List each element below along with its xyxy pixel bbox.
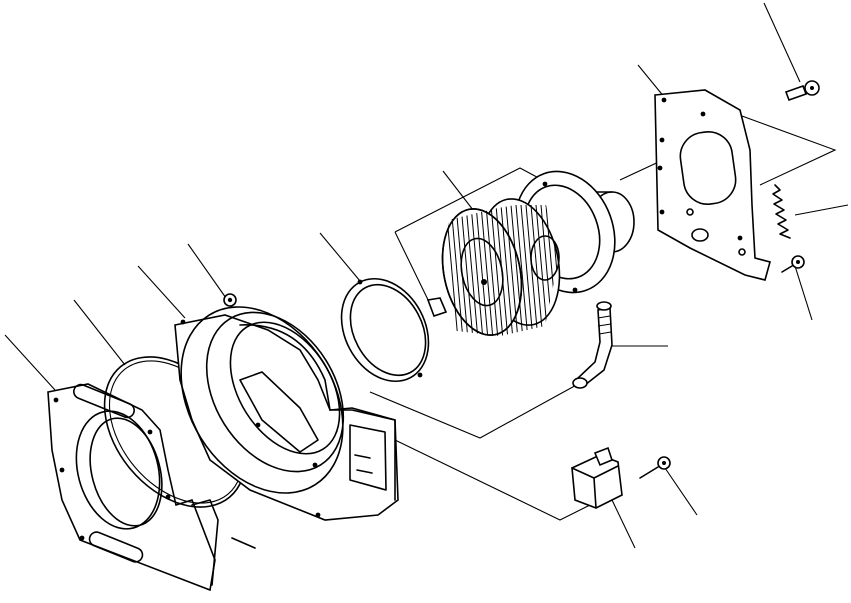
resistor-screw: [639, 456, 671, 479]
leader-resistor: [611, 499, 636, 549]
leader-back-plate: [637, 64, 666, 99]
resistor: [571, 446, 623, 509]
clip: [426, 297, 448, 318]
leader-ring-gasket: [73, 299, 126, 366]
spring: [772, 184, 791, 239]
fan-blade: [515, 204, 529, 336]
fan-blade: [460, 204, 474, 336]
leader-resistor-screw: [664, 467, 698, 516]
leader-lines: [4, 2, 849, 549]
leader-spring: [794, 204, 849, 216]
seal-ring: [340, 277, 430, 383]
leader-front-plate: [4, 334, 56, 391]
fan-blade: [480, 204, 494, 336]
blower-housing: [174, 306, 399, 521]
fan-blade: [465, 204, 479, 336]
fan-blade: [485, 204, 499, 336]
front-plate: [47, 383, 256, 592]
fan-blade: [520, 204, 534, 336]
fan-blade: [448, 204, 459, 336]
fan-blade: [535, 204, 549, 336]
back-plate: [654, 89, 771, 281]
back-plate-bolt: [784, 80, 820, 102]
leader-housing-screw: [187, 243, 227, 299]
leader-seal-ring: [319, 232, 361, 282]
leader-back-plate-screw: [794, 265, 813, 321]
fan-blade: [470, 204, 484, 336]
fan-blade: [525, 204, 539, 336]
blower-fan-motor: [441, 170, 635, 336]
leader-blower-housing: [137, 265, 186, 319]
hose-connector: [572, 301, 613, 389]
fan-blade: [510, 204, 524, 336]
fan-blade: [475, 204, 489, 336]
fan-blade: [530, 204, 544, 336]
leader-back-plate-bolt: [763, 2, 801, 83]
housing-screw: [223, 293, 237, 307]
fan-blade: [490, 204, 504, 336]
back-plate-screw: [781, 255, 805, 273]
fan-blade: [505, 204, 519, 336]
